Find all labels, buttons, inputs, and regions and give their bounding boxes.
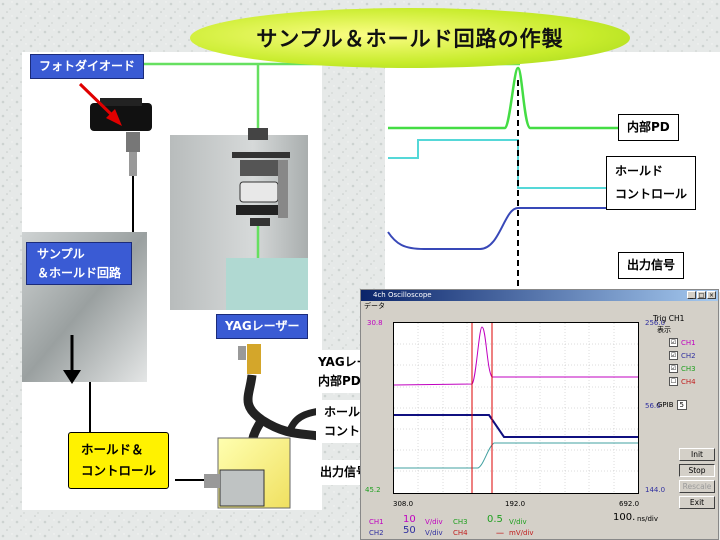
ch1-readout-unit: V/div bbox=[425, 518, 443, 526]
y-left-top: 30.8 bbox=[367, 319, 383, 327]
osc-side-panel: Trig CH1 表示 ☑CH1 ☑CH2 ☑CH3 ☐CH4 GPIB 5 bbox=[653, 314, 717, 410]
ch1-check-glyph: ☑ bbox=[669, 338, 678, 347]
ch4-readout-unit: mV/div bbox=[509, 529, 534, 537]
ch1-check-label: CH1 bbox=[681, 338, 696, 347]
ch2-checkbox[interactable]: ☑CH2 bbox=[669, 349, 717, 362]
timing-hold-control-label: ホールド コントロール bbox=[606, 156, 697, 210]
stop-button[interactable]: Stop bbox=[679, 464, 715, 477]
ch2-check-glyph: ☑ bbox=[669, 351, 678, 360]
ch4-check-label: CH4 bbox=[681, 377, 696, 386]
trig-label: Trig CH1 bbox=[653, 314, 685, 323]
internal-pd-trace bbox=[388, 66, 618, 130]
osc-traces bbox=[394, 323, 638, 493]
sample-hold-line1: サンプル bbox=[37, 247, 85, 261]
gpib-row: GPIB 5 bbox=[657, 400, 717, 410]
x-right-value: 692.0 bbox=[619, 500, 640, 508]
init-button[interactable]: Init bbox=[679, 448, 715, 461]
gpib-input[interactable]: 5 bbox=[676, 400, 687, 410]
ch3-check-glyph: ☑ bbox=[669, 364, 678, 373]
yag-laser-label: YAGレーザー bbox=[216, 314, 309, 339]
ch2-readout-label: CH2 bbox=[369, 529, 384, 537]
osc-titlebar: 4ch Oscilloscope _ □ × bbox=[361, 290, 718, 301]
hold-and-control-line1: ホールド＆ bbox=[81, 442, 144, 457]
osc-window-title: 4ch Oscilloscope bbox=[373, 291, 432, 299]
display-label: 表示 bbox=[657, 326, 671, 334]
sample-hold-label: サンプル ＆ホールド回路 bbox=[26, 242, 133, 286]
ch2-readout-value: 50 bbox=[403, 525, 416, 536]
ch4-checkbox[interactable]: ☐CH4 bbox=[669, 375, 717, 388]
timing-hold-line2: コントロール bbox=[615, 186, 688, 201]
ch3-readout-value: 0.5 bbox=[487, 514, 503, 525]
exit-button[interactable]: Exit bbox=[679, 496, 715, 509]
ch3-readout-label: CH3 bbox=[453, 518, 468, 526]
hold-and-control-line2: コントロール bbox=[81, 463, 157, 479]
ch1-checkbox[interactable]: ☑CH1 bbox=[669, 336, 717, 349]
time-div-value: 100. bbox=[613, 512, 636, 523]
yag-internal-line2: 内部PD bbox=[318, 373, 361, 388]
ch4-check-glyph: ☐ bbox=[669, 377, 678, 386]
ch1-readout-value: 10 bbox=[403, 514, 416, 525]
osc-menu-data[interactable]: データ bbox=[364, 302, 385, 310]
ch2-trace bbox=[394, 414, 638, 438]
y-right-mid: 56.0 bbox=[645, 402, 661, 410]
ch4-readout-label: CH4 bbox=[453, 529, 468, 537]
hold-and-control-label: ホールド＆ コントロール bbox=[68, 432, 170, 489]
sample-hold-line2: ＆ホールド回路 bbox=[37, 265, 122, 280]
y-left-bottom: 45.2 bbox=[365, 486, 381, 494]
ch3-checkbox[interactable]: ☑CH3 bbox=[669, 362, 717, 375]
maximize-button[interactable]: □ bbox=[697, 291, 706, 299]
slide-title: サンプル＆ホールド回路の作製 bbox=[190, 8, 630, 68]
oscilloscope-screen bbox=[393, 322, 639, 494]
close-button[interactable]: × bbox=[707, 291, 716, 299]
hold-control-trace bbox=[388, 139, 618, 189]
time-div-unit: ns/div bbox=[637, 515, 658, 523]
timing-output-label: 出力信号 bbox=[618, 252, 685, 279]
gpib-label: GPIB bbox=[657, 401, 674, 409]
ch1-readout-label: CH1 bbox=[369, 518, 384, 526]
x-left-value: 308.0 bbox=[393, 500, 414, 508]
x-mid-value: 192.0 bbox=[505, 500, 526, 508]
ch2-readout-unit: V/div bbox=[425, 529, 443, 537]
photodiode-label: フォトダイオード bbox=[30, 54, 145, 79]
timing-internal-pd-label: 内部PD bbox=[618, 114, 679, 141]
ch3-trace bbox=[394, 442, 638, 469]
ch1-trace bbox=[394, 326, 638, 386]
ch2-check-label: CH2 bbox=[681, 351, 696, 360]
ch4-readout-value: － bbox=[495, 529, 505, 540]
minimize-button[interactable]: _ bbox=[687, 291, 696, 299]
y-right-top: 256.0 bbox=[645, 319, 666, 327]
y-right-bottom: 144.0 bbox=[645, 486, 666, 494]
ch3-readout-unit: V/div bbox=[509, 518, 527, 526]
rescale-button[interactable]: Rescale bbox=[679, 480, 715, 493]
timing-hold-line1: ホールド bbox=[615, 164, 664, 178]
oscilloscope-window: 4ch Oscilloscope _ □ × データ 30.8 45.2 256… bbox=[360, 289, 719, 540]
output-signal-trace bbox=[387, 207, 618, 250]
ch3-check-label: CH3 bbox=[681, 364, 696, 373]
title-text: サンプル＆ホールド回路の作製 bbox=[256, 27, 564, 51]
